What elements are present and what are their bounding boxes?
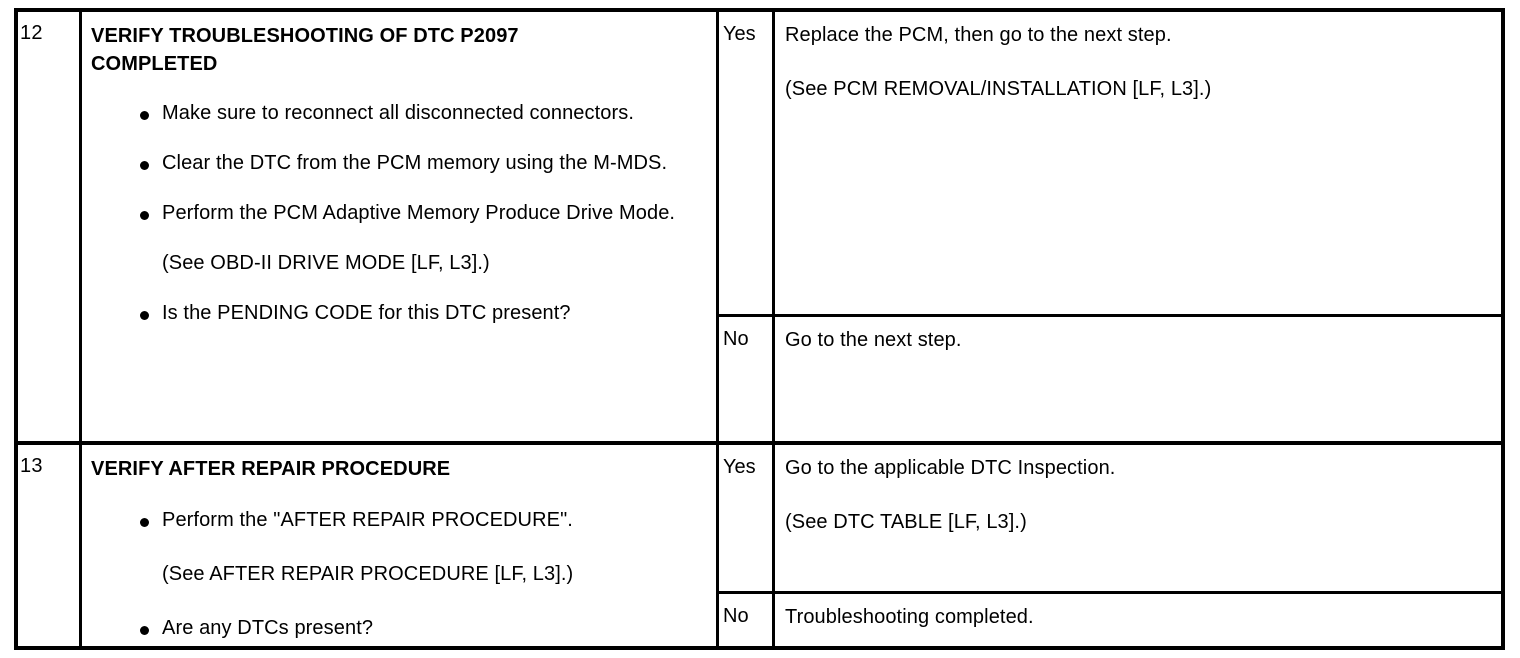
list-item-reference: (See AFTER REPAIR PROCEDURE [LF, L3].) <box>162 563 574 585</box>
answer-action-yes: Go to the applicable DTC Inspection. (Se… <box>775 445 1501 591</box>
step-number: 13 <box>20 455 43 477</box>
answer-action-yes: Replace the PCM, then go to the next ste… <box>775 12 1501 314</box>
troubleshooting-table: 12 VERIFY TROUBLESHOOTING OF DTC P2097 C… <box>14 8 1505 650</box>
answer-key-no: No <box>719 594 775 646</box>
step-number-cell: 12 <box>18 12 82 441</box>
answer-cell: Yes Replace the PCM, then go to the next… <box>719 12 1501 441</box>
answer-reference: (See PCM REMOVAL/INSTALLATION [LF, L3].) <box>785 78 1212 100</box>
answer-key-no: No <box>719 317 775 441</box>
answer-reference: (See DTC TABLE [LF, L3].) <box>785 511 1027 533</box>
answer-line: Go to the applicable DTC Inspection. <box>785 457 1116 479</box>
procedure-title: VERIFY AFTER REPAIR PROCEDURE <box>91 458 451 480</box>
answer-row-no: No Troubleshooting completed. <box>719 591 1501 646</box>
procedure-title: VERIFY TROUBLESHOOTING OF DTC P2097 COMP… <box>91 25 519 75</box>
list-item-reference: (See OBD-II DRIVE MODE [LF, L3].) <box>162 252 490 274</box>
list-item: Perform the "AFTER REPAIR PROCEDURE". <box>91 505 708 535</box>
step-number: 12 <box>20 22 43 44</box>
table-row: 12 VERIFY TROUBLESHOOTING OF DTC P2097 C… <box>18 12 1501 441</box>
answer-key-yes: Yes <box>719 445 775 591</box>
answer-action-no: Troubleshooting completed. <box>775 594 1501 646</box>
answer-row-yes: Yes Go to the applicable DTC Inspection.… <box>719 445 1501 591</box>
list-item-question: Is the PENDING CODE for this DTC present… <box>91 298 708 328</box>
list-item-question: Are any DTCs present? <box>91 613 708 643</box>
procedure-list: Perform the "AFTER REPAIR PROCEDURE". (S… <box>91 505 708 643</box>
answer-line: Troubleshooting completed. <box>785 606 1034 628</box>
answer-line: Replace the PCM, then go to the next ste… <box>785 24 1172 46</box>
answer-row-yes: Yes Replace the PCM, then go to the next… <box>719 12 1501 314</box>
list-item: Clear the DTC from the PCM memory using … <box>91 148 708 178</box>
answer-line: Go to the next step. <box>785 329 962 351</box>
list-item: Make sure to reconnect all disconnected … <box>91 98 708 128</box>
answer-action-no: Go to the next step. <box>775 317 1501 441</box>
list-item: Perform the PCM Adaptive Memory Produce … <box>91 198 708 228</box>
table-row: 13 VERIFY AFTER REPAIR PROCEDURE Perform… <box>18 441 1501 646</box>
answer-row-no: No Go to the next step. <box>719 314 1501 441</box>
answer-key-yes: Yes <box>719 12 775 314</box>
procedure-cell: VERIFY AFTER REPAIR PROCEDURE Perform th… <box>82 445 719 646</box>
procedure-cell: VERIFY TROUBLESHOOTING OF DTC P2097 COMP… <box>82 12 719 441</box>
answer-cell: Yes Go to the applicable DTC Inspection.… <box>719 445 1501 646</box>
procedure-list: Make sure to reconnect all disconnected … <box>91 98 708 328</box>
step-number-cell: 13 <box>18 445 82 646</box>
